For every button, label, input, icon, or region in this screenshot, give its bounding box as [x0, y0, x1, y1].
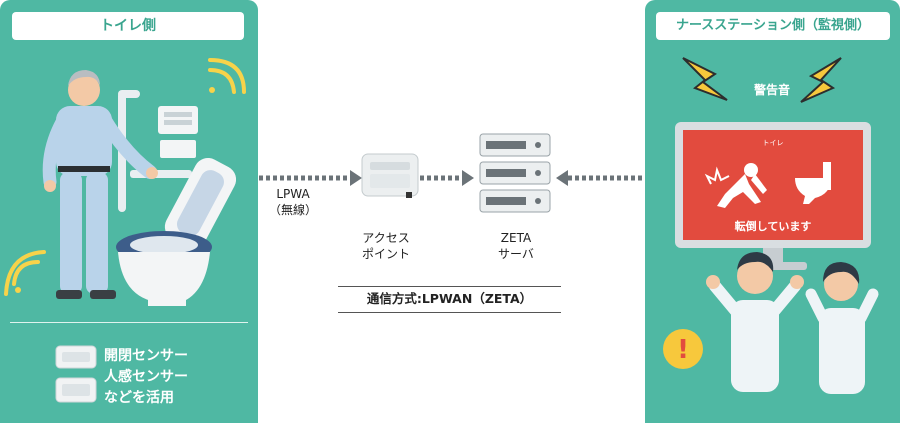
grab-bar-top: [118, 90, 140, 98]
alarm-sound-label: 警告音: [753, 82, 790, 97]
sensor-item-motion: 人感センサー: [104, 369, 188, 385]
sensor-list: 開閉センサー 人感センサー などを活用: [104, 346, 188, 409]
access-point-label-line2: ポイント: [361, 247, 410, 261]
lpwa-arrowhead: [350, 170, 362, 186]
server-label: ZETA サーバ: [476, 230, 556, 262]
sensor-device-icons: [55, 345, 97, 403]
ap-arrowhead: [462, 170, 474, 186]
lightning-bolt-left-icon: [682, 57, 728, 101]
man-body: [56, 106, 112, 176]
sensor-wave-icon-bottom: [4, 250, 46, 296]
fall-alert-message: 転倒しています: [735, 219, 812, 233]
toilet-scene-illustration: [4, 58, 246, 306]
man-head: [68, 74, 100, 106]
comm-method-label: 通信方式:LPWAN（ZETA）: [366, 291, 533, 306]
nurse-male-figure: [706, 252, 804, 392]
lpwa-label: LPWA （無線）: [262, 186, 324, 218]
network-diagram: [258, 133, 645, 213]
nurse-station-title: ナースステーション側（監視側）: [656, 12, 890, 40]
lpwa-subtitle: （無線）: [268, 203, 317, 217]
sensor-item-etc: などを活用: [104, 390, 174, 406]
sensor-divider: [10, 322, 248, 323]
lpwa-title: LPWA: [276, 187, 310, 201]
lightning-bolt-right-icon: [800, 57, 842, 103]
comm-method-bottom-rule: [338, 312, 561, 313]
comm-method-top-rule: [338, 286, 561, 287]
access-point-label-line1: アクセス: [362, 231, 410, 245]
zeta-server-icon: [479, 133, 551, 213]
monitor-screen: [683, 130, 863, 240]
toilet-bowl: [118, 252, 210, 302]
monitor-header: トイレ: [763, 139, 784, 147]
nurse-station-illustration: 警告音 トイレ 転倒しています !: [663, 57, 879, 394]
sensor-wave-icon-top: [208, 58, 246, 94]
warning-badge-icon: [663, 329, 703, 369]
svg-text:!: !: [677, 335, 689, 365]
nurse-female-figure: [805, 262, 879, 394]
server-label-line2: サーバ: [498, 247, 534, 261]
sensor-item-door: 開閉センサー: [104, 348, 188, 364]
man-arm: [99, 115, 157, 179]
fallen-person-icon: [717, 163, 767, 208]
man-legs: [60, 172, 82, 294]
nurse-arrowhead: [556, 170, 568, 186]
access-point-label: アクセス ポイント: [348, 230, 424, 262]
monitor-toilet-icon: [795, 162, 831, 204]
impact-burst-icon: [704, 166, 730, 185]
toilet-side-title: トイレ側: [12, 12, 244, 40]
server-label-line1: ZETA: [500, 231, 532, 245]
tissue-box: [160, 140, 196, 158]
access-point-icon: [361, 153, 419, 198]
